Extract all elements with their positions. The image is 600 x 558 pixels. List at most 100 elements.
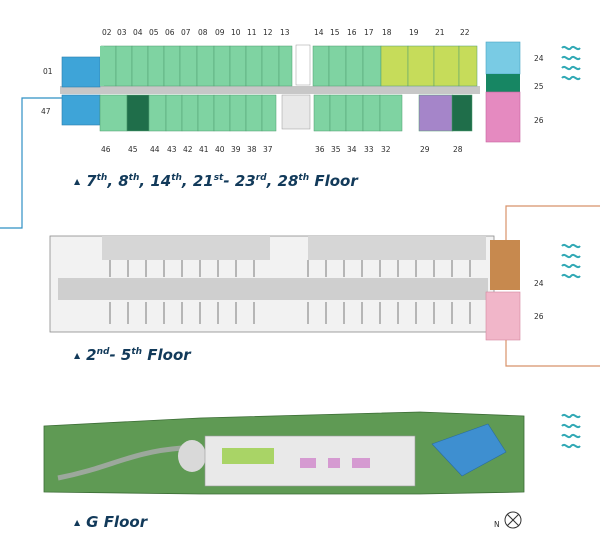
label-10: 10: [231, 28, 241, 37]
label-37: 37: [263, 145, 273, 154]
wave-icon: [561, 413, 581, 449]
label-44: 44: [150, 145, 160, 154]
floor-suffix: th: [96, 173, 108, 183]
separator: ,: [266, 172, 278, 190]
separator: -: [109, 346, 121, 364]
label-35: 35: [331, 145, 341, 154]
unit-18: [380, 45, 409, 87]
label-32: 32: [381, 145, 391, 154]
label-34: 34: [347, 145, 357, 154]
unit-10: [229, 45, 247, 87]
unit-22: [458, 45, 478, 87]
label-01: 01: [43, 67, 53, 76]
wave-icon: [561, 45, 581, 81]
label-28: 28: [453, 145, 463, 154]
corridor: [60, 86, 480, 94]
floor-word: Floor: [142, 346, 191, 364]
link-line-orange-bottom: [505, 340, 600, 367]
label-33: 33: [364, 145, 374, 154]
floor-plan-ground: [43, 411, 525, 495]
label-22: 22: [460, 28, 470, 37]
label-05: 05: [149, 28, 159, 37]
lobby-pink-a: [300, 458, 316, 468]
garden-path: [57, 445, 183, 481]
label-40: 40: [215, 145, 225, 154]
lower-row-units: [99, 94, 473, 132]
label-39: 39: [231, 145, 241, 154]
unit-25: [486, 74, 520, 92]
label-24-b: 24: [534, 279, 544, 288]
upper-row-units: [100, 45, 478, 87]
separator: ,: [139, 172, 151, 190]
floor-suffix: th: [131, 347, 143, 357]
unit-16: [345, 45, 364, 87]
floor-num: 14: [150, 172, 172, 190]
unit-40: [213, 94, 231, 132]
floor-num: 2: [86, 346, 97, 364]
label-07: 07: [181, 28, 191, 37]
floor-num: 5: [120, 346, 132, 364]
label-12: 12: [263, 28, 273, 37]
unit-03: [115, 45, 133, 87]
unit-26: [485, 91, 521, 143]
drive-aisle: [58, 278, 488, 300]
label-13: 13: [280, 28, 290, 37]
unit-45: [126, 94, 150, 132]
lift-core-top: [295, 44, 311, 86]
driveway-circle: [178, 440, 206, 472]
unit-41: [197, 94, 215, 132]
unit-39: [229, 94, 247, 132]
unit-44: [148, 94, 167, 132]
lobby-pink-c: [352, 458, 370, 468]
parking-top-2: [308, 236, 486, 260]
floor-suffix: st: [213, 173, 224, 183]
unit-43: [165, 94, 183, 132]
unit-04: [131, 45, 149, 87]
label-14: 14: [314, 28, 324, 37]
floor-title-ground: ▲G Floor: [74, 513, 147, 531]
label-16: 16: [347, 28, 357, 37]
triangle-icon: ▲: [74, 518, 81, 527]
floor-title-middle: ▲2nd- 5th Floor: [74, 346, 191, 364]
label-11: 11: [247, 28, 257, 37]
label-04: 04: [133, 28, 143, 37]
floor-num: 7: [86, 172, 97, 190]
parking-top: [102, 236, 270, 260]
label-17: 17: [364, 28, 374, 37]
label-21: 21: [435, 28, 445, 37]
unit-24: [485, 41, 521, 75]
unit-14: [312, 45, 330, 87]
unit-07: [179, 45, 198, 87]
label-36: 36: [315, 145, 325, 154]
unit-24-b: [490, 240, 520, 290]
unit-21: [433, 45, 460, 87]
unit-08: [196, 45, 215, 87]
label-24: 24: [534, 54, 544, 63]
floor-plan-middle: 24 26: [49, 205, 600, 367]
unit-19: [407, 45, 435, 87]
link-line-orange-top: [505, 205, 600, 240]
parking-stalls: [109, 260, 471, 324]
triangle-icon: ▲: [74, 177, 81, 186]
unit-05: [147, 45, 165, 87]
unit-09: [213, 45, 231, 87]
floor-suffix: th: [298, 173, 310, 183]
label-03: 03: [117, 28, 127, 37]
label-38: 38: [247, 145, 257, 154]
separator: ,: [181, 172, 193, 190]
label-29: 29: [420, 145, 430, 154]
label-41: 41: [199, 145, 209, 154]
unit-35: [329, 94, 347, 132]
unit-28: [451, 94, 473, 132]
lobby-pink-b: [328, 458, 340, 468]
floor-suffix: th: [128, 173, 140, 183]
unit-42: [181, 94, 199, 132]
unit-38: [245, 94, 263, 132]
unit-filler: [100, 46, 104, 86]
label-15: 15: [330, 28, 340, 37]
unit-12: [261, 45, 280, 87]
